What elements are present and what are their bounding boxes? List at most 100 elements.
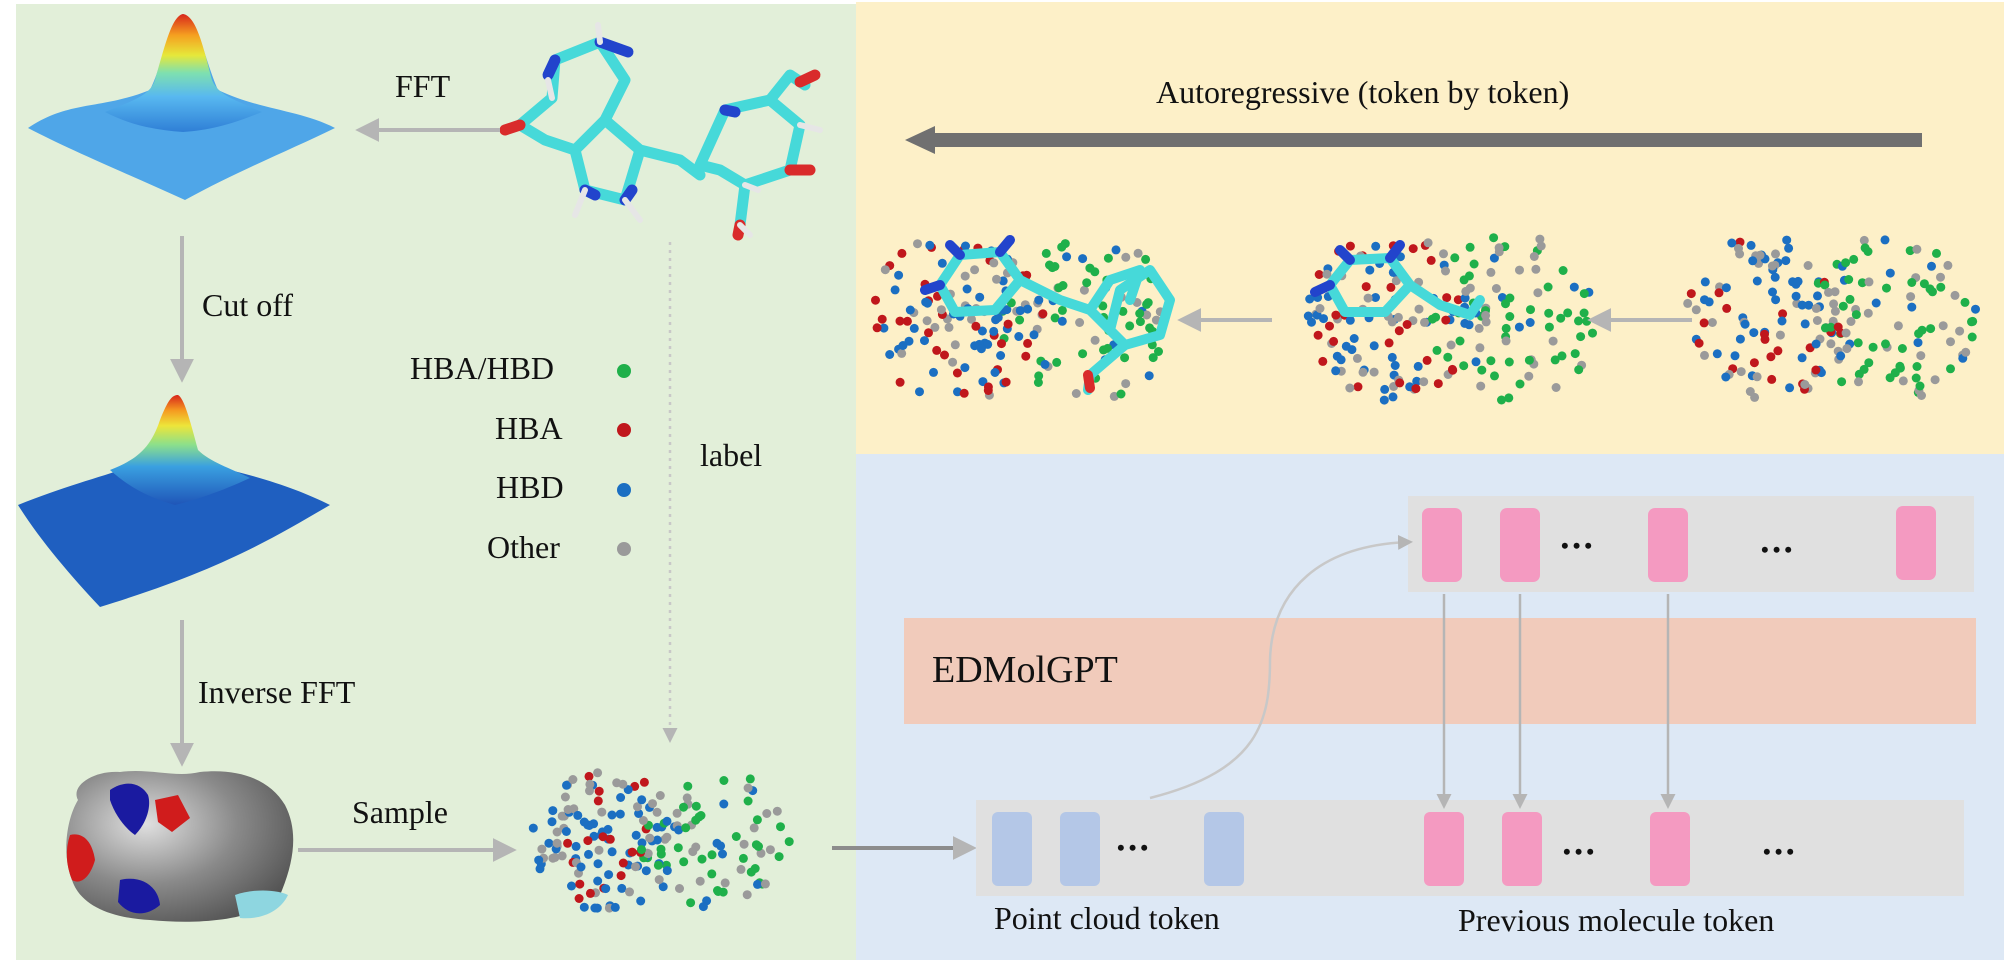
point-cloud-dot bbox=[1111, 245, 1121, 255]
point-cloud-dot bbox=[913, 239, 922, 249]
point-cloud-dot bbox=[1691, 305, 1701, 315]
legend-label-hba: HBA bbox=[495, 410, 563, 446]
point-cloud-dot bbox=[1864, 358, 1874, 368]
point-cloud-dot bbox=[571, 841, 581, 851]
point-cloud-dot bbox=[1420, 317, 1429, 327]
point-cloud-dot bbox=[1490, 371, 1499, 381]
point-cloud-dot bbox=[598, 832, 608, 842]
point-cloud-dot bbox=[1315, 304, 1325, 313]
point-cloud-dot bbox=[1469, 259, 1479, 269]
point-cloud-dot bbox=[695, 876, 705, 886]
point-cloud-dot bbox=[1771, 249, 1780, 259]
point-cloud-dot bbox=[1427, 314, 1437, 324]
point-cloud-dot bbox=[603, 824, 613, 834]
point-cloud-dot bbox=[1907, 302, 1917, 312]
point-cloud-dot bbox=[1777, 316, 1787, 326]
point-cloud-dot bbox=[1773, 346, 1783, 356]
point-cloud-dot bbox=[1813, 291, 1822, 301]
point-cloud-dot bbox=[1369, 341, 1379, 351]
point-cloud-dot bbox=[638, 816, 648, 825]
point-cloud-dot bbox=[593, 768, 603, 778]
point-cloud-dot bbox=[576, 862, 586, 872]
point-cloud-dot bbox=[1050, 262, 1060, 271]
point-cloud-dot bbox=[1341, 341, 1351, 351]
point-cloud-dot bbox=[1489, 233, 1499, 243]
point-cloud-dot bbox=[1860, 243, 1870, 253]
point-cloud-dot bbox=[1836, 351, 1846, 361]
point-cloud-dot bbox=[585, 786, 594, 796]
token-shift-arrows bbox=[1149, 534, 1676, 809]
point-cloud-dot bbox=[970, 341, 980, 351]
point-cloud-dot bbox=[975, 292, 985, 302]
point-cloud-dot bbox=[997, 339, 1006, 349]
point-cloud-dot bbox=[1365, 265, 1375, 275]
point-cloud-dot bbox=[1812, 316, 1822, 325]
point-cloud-dot bbox=[1015, 306, 1025, 316]
point-cloud-dot bbox=[1721, 372, 1731, 382]
point-cloud-dot bbox=[1917, 325, 1927, 335]
point-cloud-token bbox=[1060, 812, 1100, 886]
generated-molecule-icon bbox=[920, 235, 1175, 395]
point-cloud-dot bbox=[675, 884, 684, 893]
point-cloud-dot bbox=[1057, 316, 1067, 326]
point-cloud-dot bbox=[1029, 330, 1039, 340]
point-cloud-dot bbox=[742, 890, 752, 900]
point-cloud-dot bbox=[1071, 389, 1081, 398]
point-cloud-dot bbox=[1501, 336, 1511, 346]
point-cloud-dot bbox=[1015, 315, 1025, 325]
point-cloud-dot bbox=[1419, 377, 1429, 387]
point-cloud-dot bbox=[1052, 357, 1062, 367]
point-cloud-dot bbox=[944, 322, 954, 332]
point-cloud-dot bbox=[574, 894, 584, 903]
point-cloud-dot bbox=[1001, 377, 1011, 387]
point-cloud-dot bbox=[962, 284, 972, 294]
point-cloud-dot bbox=[1845, 294, 1855, 304]
point-cloud-dot bbox=[654, 875, 664, 885]
point-cloud-dot bbox=[1946, 364, 1955, 374]
point-cloud-dot bbox=[1961, 347, 1971, 357]
point-cloud-dot bbox=[1413, 361, 1423, 371]
point-cloud-dot bbox=[880, 265, 890, 275]
point-cloud-dot bbox=[923, 298, 932, 308]
point-cloud-dot bbox=[1459, 361, 1469, 371]
point-cloud-dot bbox=[1700, 295, 1709, 305]
point-cloud-dot bbox=[691, 815, 701, 825]
point-cloud-dot bbox=[1352, 353, 1362, 363]
molecular-surface-icon bbox=[66, 771, 294, 922]
point-cloud-dot bbox=[631, 830, 641, 840]
point-cloud-dot bbox=[607, 810, 617, 820]
point-cloud-dot bbox=[1358, 367, 1368, 377]
point-cloud-dot bbox=[1116, 389, 1126, 399]
point-cloud-dot bbox=[1760, 334, 1770, 344]
point-cloud-dot bbox=[720, 878, 730, 888]
point-cloud-dot bbox=[636, 896, 646, 906]
point-cloud-dot bbox=[1936, 272, 1945, 282]
point-cloud-dot bbox=[535, 864, 545, 874]
point-cloud-dot bbox=[1576, 332, 1586, 342]
point-cloud-dot bbox=[753, 879, 762, 889]
point-cloud-dot bbox=[1770, 272, 1780, 282]
point-cloud-dot bbox=[1782, 235, 1792, 245]
point-cloud-dot bbox=[585, 779, 595, 789]
point-cloud-dot bbox=[1143, 298, 1153, 308]
point-cloud-dot bbox=[948, 357, 958, 367]
point-cloud-dot bbox=[920, 336, 929, 346]
inverse-fft-label: Inverse FFT bbox=[198, 674, 356, 710]
point-cloud-dot bbox=[1021, 351, 1031, 361]
point-cloud-dot bbox=[909, 323, 919, 333]
point-cloud-dot bbox=[1003, 319, 1013, 329]
point-cloud-dot bbox=[1775, 330, 1785, 340]
point-cloud-dot bbox=[674, 825, 684, 835]
label-text: label bbox=[700, 437, 763, 473]
point-cloud-dot bbox=[1907, 278, 1917, 287]
point-cloud-dot bbox=[1752, 372, 1762, 382]
point-cloud-dot bbox=[895, 377, 905, 387]
point-cloud-dot bbox=[634, 809, 644, 818]
point-cloud-dot bbox=[1314, 270, 1324, 279]
point-cloud-dot bbox=[1535, 234, 1545, 244]
point-cloud-dot bbox=[1486, 356, 1496, 366]
point-cloud-dot bbox=[905, 305, 915, 315]
point-cloud-dot bbox=[1481, 310, 1491, 320]
point-cloud-dot bbox=[1353, 382, 1363, 392]
point-cloud-dot bbox=[1778, 309, 1788, 319]
